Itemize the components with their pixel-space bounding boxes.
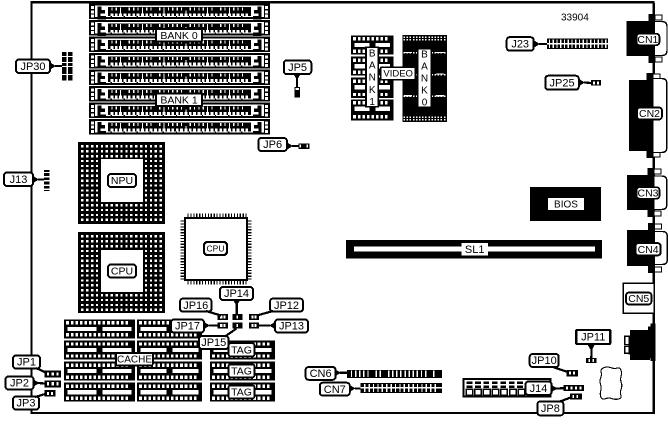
svg-text:VIDEO: VIDEO	[383, 69, 413, 80]
svg-text:CACHE: CACHE	[117, 355, 152, 366]
svg-text:CN6: CN6	[310, 368, 332, 380]
svg-text:N: N	[369, 73, 376, 84]
svg-text:JP6: JP6	[263, 139, 282, 151]
svg-text:JP13: JP13	[279, 321, 304, 333]
svg-text:JP1: JP1	[17, 357, 36, 369]
svg-text:K: K	[421, 86, 428, 97]
svg-text:TAG: TAG	[231, 365, 252, 377]
svg-text:CPU: CPU	[207, 243, 225, 253]
svg-text:CN1: CN1	[637, 34, 658, 46]
svg-text:TAG: TAG	[231, 344, 252, 356]
svg-text:B: B	[369, 49, 376, 60]
svg-text:J13: J13	[10, 174, 28, 186]
svg-text:CN2: CN2	[639, 108, 660, 120]
svg-text:JP17: JP17	[175, 321, 200, 333]
svg-text:N: N	[421, 74, 428, 85]
svg-text:JP11: JP11	[581, 332, 605, 344]
svg-text:A: A	[369, 61, 376, 72]
svg-text:CPU: CPU	[111, 266, 133, 278]
svg-text:BIOS: BIOS	[554, 200, 578, 211]
svg-text:JP12: JP12	[274, 300, 299, 312]
svg-text:CN3: CN3	[637, 188, 658, 200]
svg-text:0: 0	[422, 98, 428, 109]
svg-text:33904: 33904	[561, 13, 589, 24]
svg-text:BANK 1: BANK 1	[160, 94, 198, 106]
svg-text:CN4: CN4	[638, 244, 659, 256]
svg-text:TAG: TAG	[231, 387, 252, 399]
svg-text:SL1: SL1	[465, 244, 485, 256]
svg-text:JP15: JP15	[201, 337, 226, 349]
svg-text:JP8: JP8	[541, 403, 560, 415]
svg-text:A: A	[421, 62, 428, 73]
svg-text:JP10: JP10	[532, 355, 557, 367]
svg-text:JP2: JP2	[10, 378, 29, 390]
svg-text:CN7: CN7	[324, 384, 346, 396]
svg-text:JP3: JP3	[17, 398, 36, 410]
svg-text:K: K	[369, 85, 376, 96]
svg-text:CN5: CN5	[628, 293, 649, 305]
svg-text:JP14: JP14	[224, 288, 249, 300]
svg-text:J23: J23	[511, 39, 529, 51]
svg-text:JP5: JP5	[288, 62, 307, 74]
svg-text:JP25: JP25	[550, 77, 575, 89]
svg-text:1: 1	[369, 97, 375, 108]
svg-text:JP16: JP16	[183, 300, 208, 312]
svg-text:J14: J14	[530, 383, 548, 395]
svg-text:B: B	[421, 50, 428, 61]
svg-text:NPU: NPU	[111, 175, 133, 187]
svg-text:BANK 0: BANK 0	[160, 30, 198, 42]
svg-text:JP30: JP30	[20, 61, 45, 73]
